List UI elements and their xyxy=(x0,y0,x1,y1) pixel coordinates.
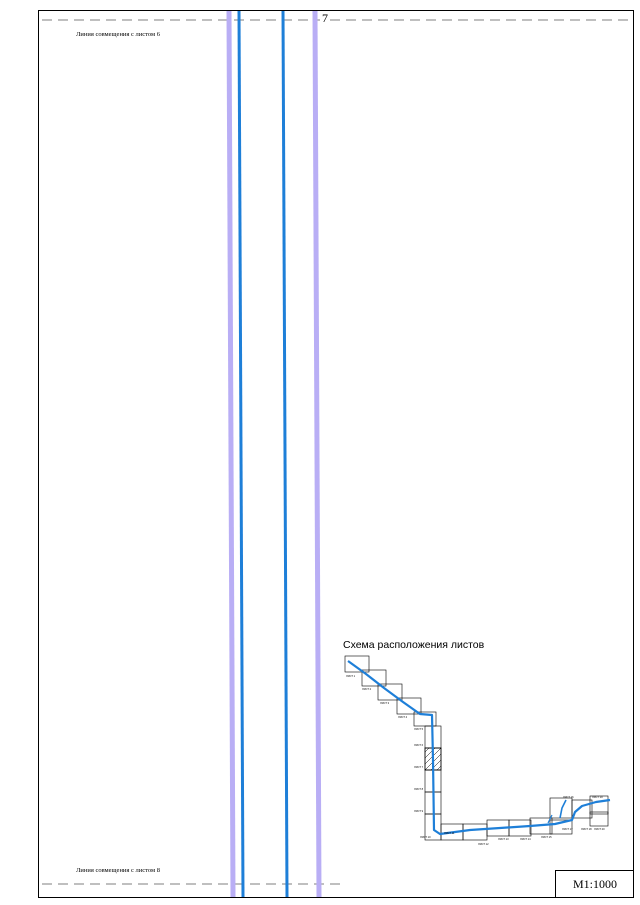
scale-label: М1:1000 xyxy=(555,870,634,898)
scheme-label-15: ЛИСТ 15 xyxy=(541,835,552,839)
scheme-label-9: ЛИСТ 9 xyxy=(414,809,424,813)
scheme-label-16: ЛИСТ 16 xyxy=(563,795,574,799)
scheme-label-7: ЛИСТ 7 xyxy=(414,765,424,769)
match-line-top-label: Линия совмещения с листом 6 xyxy=(76,31,160,38)
scheme-pipeline-route xyxy=(347,660,611,836)
scheme-sheet-17 xyxy=(549,817,573,835)
drawing-frame xyxy=(38,10,634,898)
scheme-label-19: ЛИСТ 19 xyxy=(592,795,603,799)
scheme-title: Схема расположения листов xyxy=(343,639,485,651)
scheme-sheet-19 xyxy=(589,795,609,815)
scheme-label-18: ЛИСТ 18 xyxy=(581,827,592,831)
scheme-sheet-12 xyxy=(462,823,488,841)
scheme-sheet-3 xyxy=(377,683,403,701)
scheme-label-13: ЛИСТ 13 xyxy=(498,837,509,841)
pipeline-left xyxy=(237,10,245,898)
scheme-label-17: ЛИСТ 17 xyxy=(562,827,573,831)
zone-boundary-right xyxy=(312,10,322,898)
sheet-layout-scheme: ЛИСТ 1 ЛИСТ 2 ЛИСТ 3 ЛИСТ 4 ЛИСТ 5 ЛИСТ … xyxy=(344,655,611,846)
scheme-pipeline-branch xyxy=(559,799,567,819)
zone-boundary-left xyxy=(226,10,236,898)
match-line-bottom-label: Линия совмещения с листом 8 xyxy=(76,867,160,874)
scheme-label-8: ЛИСТ 8 xyxy=(414,787,424,791)
scheme-label-11: ЛИСТ 11 xyxy=(444,831,455,835)
scheme-label-2: ЛИСТ 2 xyxy=(362,687,372,691)
scheme-label-4: ЛИСТ 4 xyxy=(398,715,408,719)
scheme-sheet-4 xyxy=(396,697,422,715)
scheme-sheet-18 xyxy=(571,799,593,819)
scheme-label-5: ЛИСТ 5 xyxy=(414,727,424,731)
scheme-label-6: ЛИСТ 6 xyxy=(414,743,424,747)
pipeline-right xyxy=(281,10,289,898)
scheme-label-1: ЛИСТ 1 xyxy=(346,674,356,678)
scheme-label-3: ЛИСТ 3 xyxy=(380,701,390,705)
scheme-pipeline-branch-2 xyxy=(547,814,553,824)
scheme-label-14: ЛИСТ 14 xyxy=(520,837,531,841)
scheme-sheet-1 xyxy=(344,655,370,673)
scheme-label-10: ЛИСТ 10 xyxy=(420,835,431,839)
scheme-sheet-20 xyxy=(589,811,609,827)
sheet-number: 7 xyxy=(320,11,330,26)
scheme-sheet-2 xyxy=(361,669,387,687)
scheme-label-20: ЛИСТ 20 xyxy=(594,827,605,831)
scheme-label-12: ЛИСТ 12 xyxy=(478,842,489,846)
